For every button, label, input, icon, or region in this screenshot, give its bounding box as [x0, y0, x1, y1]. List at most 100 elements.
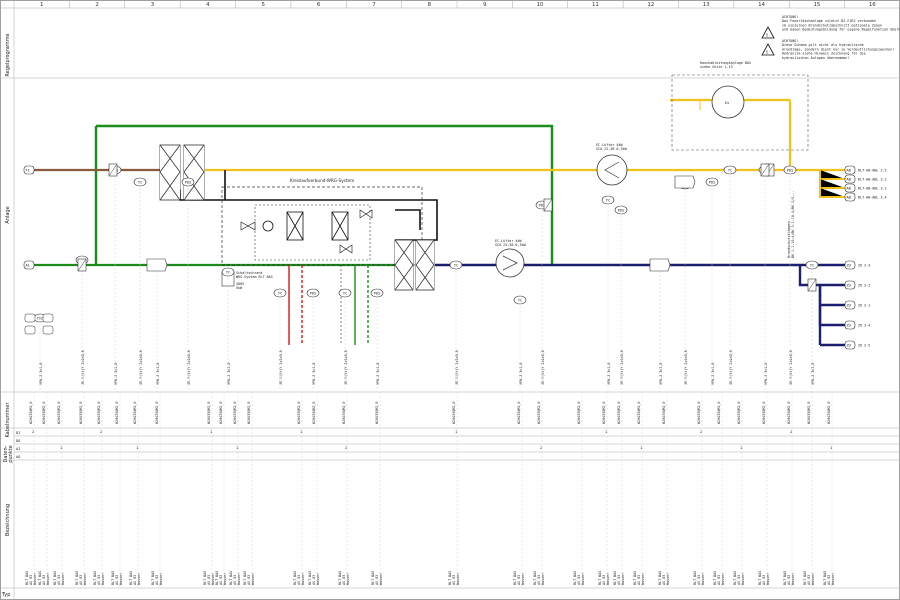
designation-text: AS 03 [342, 575, 346, 585]
designation-text: RLT BAS [203, 571, 207, 585]
cable-number: W20435QM2_0 [233, 402, 237, 424]
cable-number: W20435QM2_0 [787, 402, 791, 424]
cable-number: W20435QM2_0 [662, 402, 666, 424]
designation-text: Wasser [581, 573, 585, 585]
svg-text:TC: TC [226, 270, 230, 274]
designation-text: AS 03 [537, 575, 541, 585]
damper-icon [543, 198, 553, 212]
designation-text: Wasser [811, 573, 815, 585]
svg-text:JE-Y(St)Y 2x2x0,8: JE-Y(St)Y 2x2x0,8 [541, 350, 545, 385]
cable-number: W20435QM2_0 [57, 402, 61, 424]
designation-text: AS 03 [637, 575, 641, 585]
svg-text:F1: F1 [26, 169, 30, 173]
row-label-bezeichnung: Bezeichnung [5, 504, 11, 536]
svg-text:VPN-J 3x1,0: VPN-J 3x1,0 [519, 363, 523, 385]
svg-text:VPN-J 3x1,0: VPN-J 3x1,0 [376, 363, 380, 385]
svg-text:TC: TC [138, 180, 142, 184]
fire-damper-label: BrandschutzklappenBK 1.1.10.4/BK 3.1.10.… [787, 191, 795, 258]
smoke-fan-icon [711, 85, 745, 119]
designation-text: AS 03 [737, 575, 741, 585]
data-point-count: 2 [345, 446, 347, 450]
designation-text: RLT BAS [713, 571, 717, 585]
designation-text: Wasser [301, 573, 305, 585]
designation-text: RLT BAS [803, 571, 807, 585]
designation-text: Wasser [316, 573, 320, 585]
cable-number-row: W20435QM2_0 W20435QM2_0 W20435QM2_0 W20435Q… [29, 392, 833, 588]
cable-number: W20435QM2_0 [133, 402, 137, 424]
cable-number: W20435QM2_0 [617, 402, 621, 424]
cable-number: W20435QM2_0 [827, 402, 831, 424]
svg-text:ZU: ZU [847, 284, 851, 288]
svg-text:JE-Y(St)Y 2x2x0,8: JE-Y(St)Y 2x2x0,8 [139, 350, 143, 385]
designation-text: AS 03 [787, 575, 791, 585]
warning-triangle-icon [761, 26, 775, 39]
cable-number: W20435QM2_0 [297, 402, 301, 424]
cable-number: W20435QM2_0 [115, 402, 119, 424]
svg-text:ZU 2-4: ZU 2-4 [858, 324, 870, 328]
kvs-system-box [221, 186, 423, 266]
designation-text: Wasser [46, 573, 50, 585]
cable-number: W20435QM2_0 [29, 402, 33, 424]
svg-text:JE-Y(St)Y 2x2x0,8: JE-Y(St)Y 2x2x0,8 [729, 350, 733, 385]
designation-text: RLT BAS [151, 571, 155, 585]
svg-text:ZU: ZU [847, 304, 851, 308]
heat-exchanger-icon [286, 211, 349, 241]
damper-icon [760, 163, 770, 177]
cable-number: W20435QM2_0 [219, 402, 223, 424]
svg-text:JE-Y(St)Y 2x2x0,8: JE-Y(St)Y 2x2x0,8 [187, 350, 191, 385]
terminal-exhaust: AB RLT-AB-ABL 3.1 [844, 183, 887, 193]
cable-number: W20435QM2_0 [452, 402, 456, 424]
cable-number: W20435QM2_0 [697, 402, 701, 424]
svg-text:VPN-J 3x1,0: VPN-J 3x1,0 [39, 363, 43, 385]
designation-text: AS 03 [662, 575, 666, 585]
svg-text:JE-Y(St)Y 2x2x0,8: JE-Y(St)Y 2x2x0,8 [344, 350, 348, 385]
svg-text:JE-Y(St)Y 2x2x0,8: JE-Y(St)Y 2x2x0,8 [789, 350, 793, 385]
designation-text: RLT BAS [613, 571, 617, 585]
svg-text:VPN-J 3x1,0: VPN-J 3x1,0 [227, 363, 231, 385]
designation-text: RLT BAS [308, 571, 312, 585]
svg-text:AB: AB [847, 187, 851, 191]
svg-text:ZU: ZU [847, 344, 851, 348]
data-point-count: 1 [740, 446, 742, 450]
svg-text:RLT-AB-ABL 3.1: RLT-AB-ABL 3.1 [858, 187, 887, 191]
designation-text: AS 03 [717, 575, 721, 585]
data-point-count: 2 [700, 430, 702, 434]
designation-text: Wasser [211, 573, 215, 585]
designation-text: RLT BAS [338, 571, 342, 585]
data-point-count: 1 [455, 430, 457, 434]
terminal-left-top: F1 [23, 165, 35, 175]
warning-triangle-icon [761, 43, 775, 56]
designation-text: RLT BAS [573, 571, 577, 585]
cable-number: W20435QM2_0 [517, 402, 521, 424]
cable-number: W20435QM2_0 [312, 402, 316, 424]
column-number: 14 [758, 2, 765, 8]
designation-text: RLT BAS [243, 571, 247, 585]
designation-text: RLT BAS [53, 571, 57, 585]
filter-icon [674, 175, 696, 189]
designation-text: AS 03 [219, 575, 223, 585]
cable-number: W20435QM2_0 [762, 402, 766, 424]
designation-text: Wasser [456, 573, 460, 585]
row-label-anlage: Anlage [5, 206, 11, 223]
cable-number: W20435QM2_0 [537, 402, 541, 424]
column-number: 4 [206, 2, 210, 8]
designation-text: Wasser [137, 573, 141, 585]
green-loop-line [94, 124, 554, 265]
svg-text:VPN-J 3x1,0: VPN-J 3x1,0 [764, 363, 768, 385]
svg-text:VPN-J 3x1,0: VPN-J 3x1,0 [811, 363, 815, 385]
cable-number: W20435QM2_0 [79, 402, 83, 424]
column-number: 9 [483, 2, 487, 8]
column-number: 8 [428, 2, 432, 8]
svg-text:JE-Y(St)Y 2x2x0,8: JE-Y(St)Y 2x2x0,8 [620, 350, 624, 385]
designation-text: RLT BAS [633, 571, 637, 585]
svg-text:PDS: PDS [539, 203, 546, 207]
designation-text: Wasser [641, 573, 645, 585]
column-number: 2 [95, 2, 99, 8]
